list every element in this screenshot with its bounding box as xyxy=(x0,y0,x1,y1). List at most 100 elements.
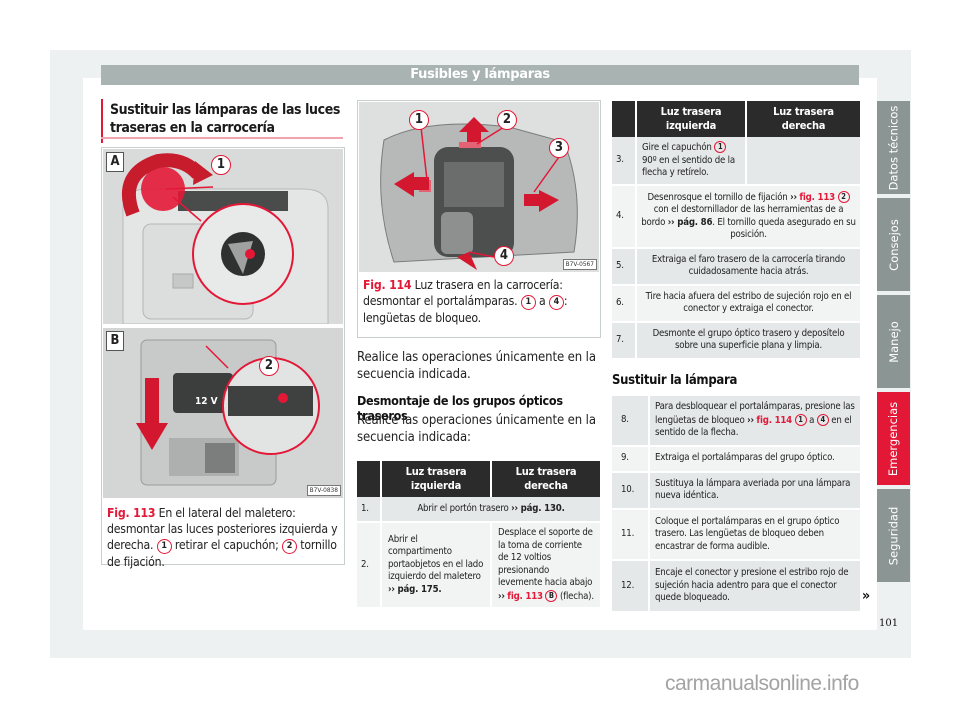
side-tab-manejo[interactable]: Manejo xyxy=(877,295,910,388)
watermark: carmanualsonline.info xyxy=(665,672,859,695)
intro-paragraph-2: Realice las operaciones únicamente en la… xyxy=(357,413,596,445)
step-text: Para desbloquear el portalámparas, presi… xyxy=(649,396,860,447)
trunk-side-illustration xyxy=(103,149,343,324)
socket-illustration xyxy=(103,328,343,498)
figure-ref-link[interactable]: fig. 113 xyxy=(507,590,543,602)
side-tab-label: Manejo xyxy=(886,320,901,363)
chapter-header: Fusibles y lámparas xyxy=(101,65,859,85)
step-text: Desenrosque el tornillo de fijación ›› f… xyxy=(636,184,860,249)
caption-text: tornillo de fijación. xyxy=(107,538,337,569)
step-text-main: Abrir el compartimento portaobjetos en e… xyxy=(388,533,484,583)
table-row: 3. Gire el capuchón 1 90º en el sentido … xyxy=(612,137,860,186)
side-tab-consejos[interactable]: Consejos xyxy=(877,198,910,291)
step-text: Abrir el portón trasero ›› pág. 130. xyxy=(381,497,600,523)
callout-ref-badge: 1 xyxy=(714,141,727,153)
table-header-left: Luz trasera izquierda xyxy=(636,101,747,137)
step-number: 1. xyxy=(357,497,382,523)
socket-12v-label: 12 V xyxy=(195,396,218,407)
step-text-tail: . El tornillo queda asegurado en su posi… xyxy=(712,216,856,241)
step-text-left: Abrir el compartimento portaobjetos en e… xyxy=(381,522,492,609)
step-number: 11. xyxy=(612,508,650,561)
step-number: 6. xyxy=(612,284,637,323)
callout-ref-badge: 1 xyxy=(794,413,807,426)
step-number: 3. xyxy=(612,137,637,186)
table-header-left: Luz trasera izquierda xyxy=(381,461,492,497)
figure-113-panel-b: B 12 V 2 B7V-0838 xyxy=(103,328,343,498)
step-text: Extraiga el portalámparas del grupo ópti… xyxy=(649,445,860,473)
table-row: 1. Abrir el portón trasero ›› pág. 130. xyxy=(357,497,600,523)
step-text-right: Desplace el soporte de la toma de corrie… xyxy=(491,522,600,609)
step-number: 9. xyxy=(612,445,650,473)
callout-ref-4: 4 xyxy=(548,295,564,310)
step-text: Tire hacia afuera del estribo de sujeció… xyxy=(636,284,860,323)
step-text-main: Desplace el soporte de la toma de corrie… xyxy=(498,527,593,588)
table-row: 10. Sustituya la lámpara averiada por un… xyxy=(612,471,860,510)
callout-ref-2: 2 xyxy=(281,539,297,554)
side-tab-emergencias[interactable]: Emergencias xyxy=(877,392,910,485)
panel-label-a: A xyxy=(106,152,124,172)
callout-4: 4 xyxy=(494,246,514,266)
caption-text: Luz trasera en la carrocería: desmontar … xyxy=(363,278,563,308)
figure-114-image: 1 2 3 4 B7V-0567 xyxy=(359,102,599,272)
table-row: 2. Abrir el compartimento portaobjetos e… xyxy=(357,522,600,609)
figure-ref-link[interactable]: fig. 114 xyxy=(756,414,792,426)
ref-arrow: ›› xyxy=(747,414,754,426)
table-row: 4. Desenrosque el tornillo de fijación ›… xyxy=(612,184,860,249)
step-number: 10. xyxy=(612,471,650,510)
page-ref-link[interactable]: ›› pág. 130. xyxy=(511,502,565,514)
figure-ref-link[interactable]: fig. 113 xyxy=(799,191,835,203)
continued-mark: » xyxy=(862,588,871,604)
table-row: 11. Coloque el portalámparas en el grupo… xyxy=(612,508,860,561)
step-text-mid: a xyxy=(809,414,815,426)
ref-arrow: ›› xyxy=(498,590,505,602)
callout-1: 1 xyxy=(211,155,231,175)
step-text: Coloque el portalámparas en el grupo ópt… xyxy=(649,508,860,561)
side-tab-datos-tecnicos[interactable]: Datos técnicos xyxy=(877,101,910,194)
step-text-tail: (flecha). xyxy=(559,590,594,602)
replace-subheading: Sustituir la lámpara xyxy=(612,373,738,388)
step-text-main: Para desbloquear el portalámparas, presi… xyxy=(655,401,855,426)
table-row: 8. Para desbloquear el portalámparas, pr… xyxy=(612,396,860,447)
table-row: 6. Tire hacia afuera del estribo de suje… xyxy=(612,284,860,323)
rear-light-illustration xyxy=(359,102,599,272)
caption-text: retirar el capuchón; xyxy=(174,538,279,552)
figure-113: A 1 B 12 V 2 B7V-0838 Fig. 113 En el lat… xyxy=(101,147,345,569)
step-text: Sustituya la lámpara averiada por una lá… xyxy=(649,471,860,510)
callout-3: 3 xyxy=(549,138,569,158)
callout-ref-badge: 2 xyxy=(837,190,850,203)
side-tab-seguridad[interactable]: Seguridad xyxy=(877,489,910,582)
removal-steps-table: Luz trasera izquierda Luz trasera derech… xyxy=(357,461,600,609)
table-header-right: Luz trasera derecha xyxy=(491,461,600,497)
callout-ref-badge: 4 xyxy=(816,413,829,426)
section-title: Sustituir las lámparas de las luces tras… xyxy=(101,99,344,143)
step-text-main: Gire el capuchón xyxy=(642,142,712,153)
section-title-underline xyxy=(101,137,343,139)
step-number: 5. xyxy=(612,247,637,286)
table-header-right: Luz trasera derecha xyxy=(746,101,860,137)
side-tab-label: Emergencias xyxy=(886,401,901,476)
panel-label-b: B xyxy=(106,331,124,351)
side-tab-label: Datos técnicos xyxy=(886,105,901,190)
figure-114-caption: Fig. 114 Luz trasera en la carrocería: d… xyxy=(363,277,595,326)
page-ref-link[interactable]: ›› pág. 175. xyxy=(388,583,442,595)
page-number: 101 xyxy=(879,618,899,629)
figure-code: B7V-0567 xyxy=(562,259,597,270)
caption-text: a xyxy=(538,294,546,308)
step-number: 8. xyxy=(612,396,650,447)
step-text-right xyxy=(746,137,860,186)
step-text: Extraiga el faro trasero de la carrocerí… xyxy=(636,247,860,286)
figure-label: Fig. 114 xyxy=(363,278,412,292)
figure-label: Fig. 113 xyxy=(107,506,156,520)
step-text-tail: 90º en el sentido de la flecha y retírel… xyxy=(642,154,735,179)
replace-steps-table: 8. Para desbloquear el portalámparas, pr… xyxy=(612,396,860,613)
callout-ref-1: 1 xyxy=(156,539,172,554)
figure-113-panel-a: A 1 xyxy=(103,149,343,324)
step-text: Desmonte el grupo óptico trasero y depos… xyxy=(636,321,860,360)
page-ref-link[interactable]: ›› pág. 86 xyxy=(667,216,713,228)
step-text: Encaje el conector y presione el estribo… xyxy=(649,560,860,613)
panel-ref-badge: B xyxy=(545,589,558,602)
step-text-tail: en el sentido de la flecha. xyxy=(655,414,852,439)
figure-114: 1 2 3 4 B7V-0567 Fig. 114 Luz trasera en… xyxy=(357,100,601,338)
callout-ref-1: 1 xyxy=(520,295,536,310)
caption-text: : lengüetas de bloqueo. xyxy=(363,294,568,325)
